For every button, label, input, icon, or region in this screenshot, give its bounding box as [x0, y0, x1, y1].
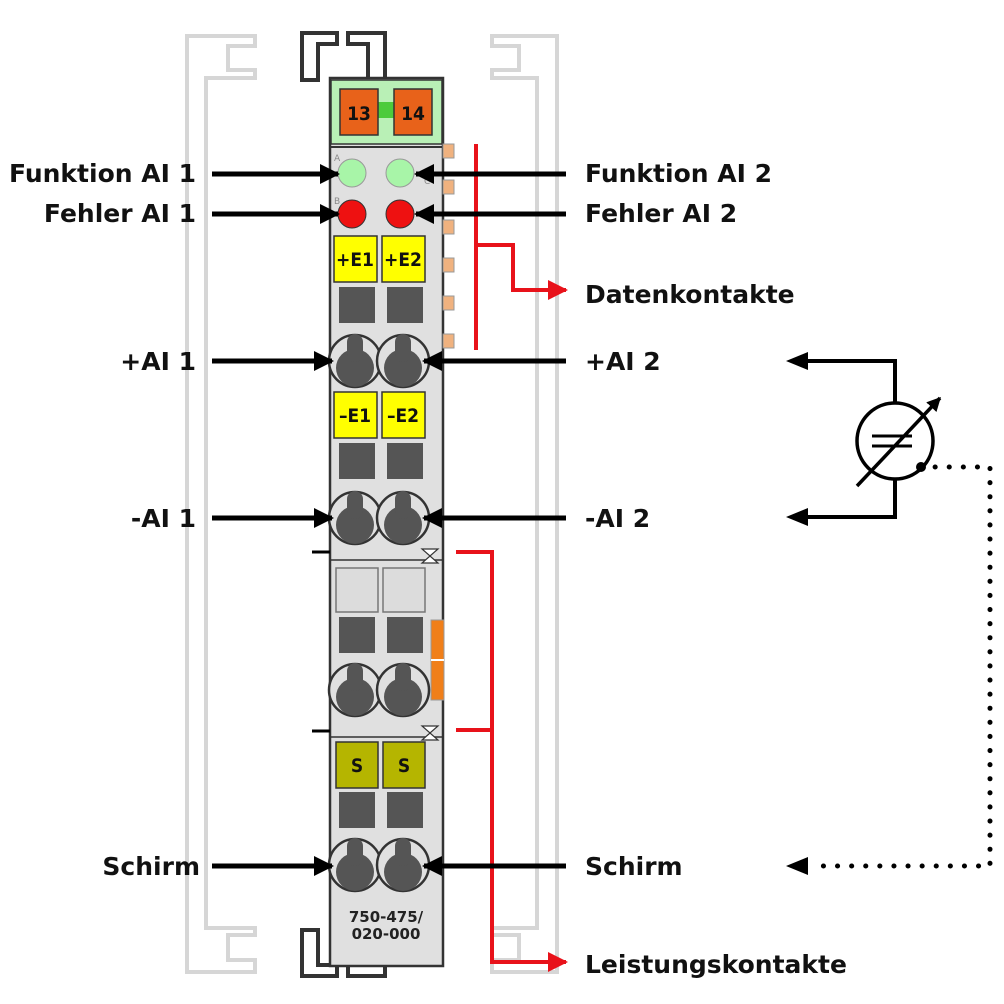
release-button — [339, 287, 375, 323]
marker-bridge — [374, 102, 398, 118]
tag-minus-e1-box — [333, 391, 378, 439]
release-button — [387, 287, 423, 323]
release-button — [387, 443, 423, 479]
label-minus-ai1: -AI 1 — [131, 504, 196, 533]
label-plus-ai1: +AI 1 — [120, 347, 196, 376]
data-contacts-bracket — [474, 144, 568, 350]
release-button — [339, 443, 375, 479]
tag-minus-e2-box — [381, 391, 426, 439]
release-button — [387, 792, 423, 828]
tag-s2: S — [398, 755, 410, 777]
label-fehler-ai1: Fehler AI 1 — [44, 199, 196, 228]
label-funktion-ai1: Funktion AI 1 — [9, 159, 196, 188]
label-schirm-left: Schirm — [102, 852, 200, 881]
label-leistungskontakte: Leistungskontakte — [585, 950, 847, 979]
tag-s2-box — [382, 741, 426, 789]
arrowhead-left — [786, 857, 808, 875]
led-letter-a: A — [334, 154, 341, 164]
tag-s1-box — [335, 741, 379, 789]
tag-minus-e1: –E1 — [339, 405, 371, 427]
label-plus-ai2: +AI 2 — [585, 347, 661, 376]
part-number-line2: 020-000 — [352, 925, 421, 943]
tag-plus-e1: +E1 — [336, 249, 374, 271]
clamp-minus-ai — [327, 490, 431, 546]
left-arrows — [212, 164, 340, 876]
right-arrows — [414, 164, 566, 876]
tag-plus-e2: +E2 — [384, 249, 422, 271]
arrowhead-left — [786, 352, 808, 370]
terminal-14 — [393, 88, 433, 136]
tag-minus-e2: –E2 — [387, 405, 419, 427]
led-function-ai1 — [337, 158, 367, 188]
release-button — [387, 617, 423, 653]
clamp-power — [327, 662, 431, 718]
terminal-13-label: 13 — [347, 103, 371, 125]
sensor-symbol — [806, 359, 942, 519]
led-error-ai1 — [337, 199, 367, 229]
release-button — [339, 617, 375, 653]
tag-s1: S — [351, 755, 363, 777]
label-minus-ai2: -AI 2 — [585, 504, 650, 533]
label-fehler-ai2: Fehler AI 2 — [585, 199, 737, 228]
tag-plus-e1-box — [333, 235, 378, 283]
blank-marker — [382, 567, 426, 613]
arrowhead-left — [786, 508, 808, 526]
power-jumper-notch — [420, 548, 440, 741]
led-letter-b: B — [334, 197, 340, 207]
blank-marker — [335, 567, 379, 613]
led-function-ai2 — [385, 158, 415, 188]
power-contacts-bracket — [456, 550, 568, 972]
label-funktion-ai2: Funktion AI 2 — [585, 159, 772, 188]
tag-plus-e2-box — [381, 235, 426, 283]
terminal-14-label: 14 — [401, 103, 425, 125]
label-schirm-right: Schirm — [585, 852, 683, 881]
clamp-plus-ai — [327, 333, 431, 389]
data-contacts — [442, 143, 455, 349]
label-datenkontakte: Datenkontakte — [585, 280, 795, 309]
shield-dotted-line — [809, 464, 993, 869]
led-error-ai2 — [385, 199, 415, 229]
release-button — [339, 792, 375, 828]
part-number-line1: 750-475/ — [349, 908, 424, 926]
led-letter-c: C — [424, 177, 430, 187]
terminal-13 — [339, 88, 379, 136]
